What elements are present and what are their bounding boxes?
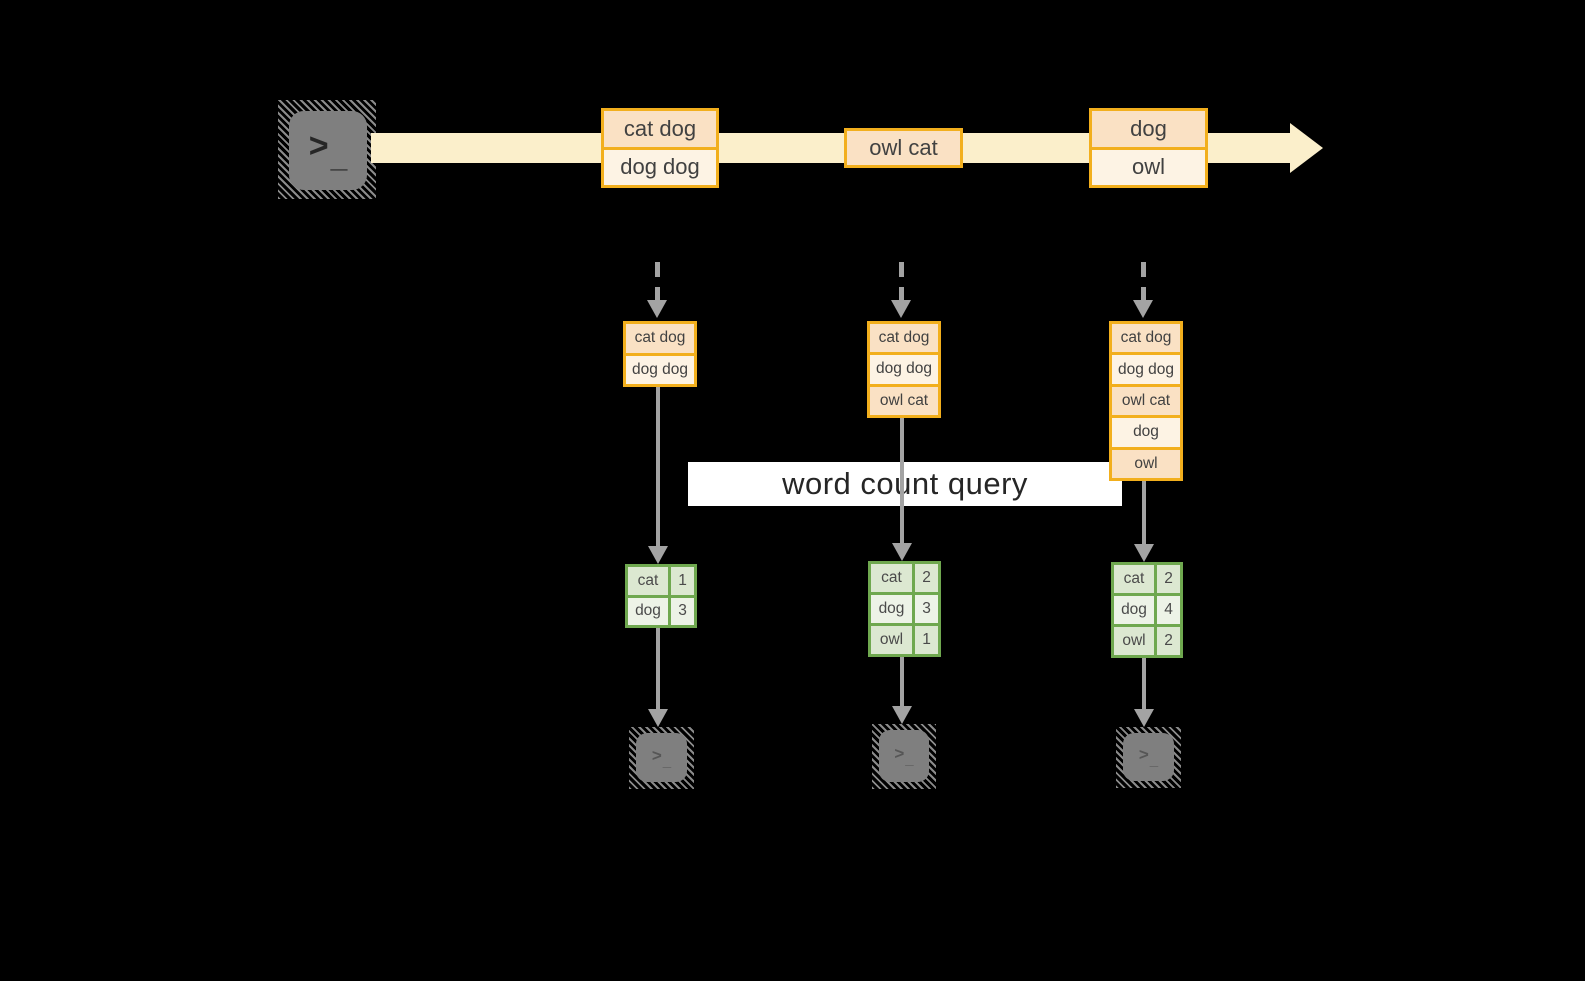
input-record: dog dog (870, 352, 938, 384)
count-cell: 3 (671, 597, 694, 625)
terminal-screen: > _ (879, 730, 929, 782)
input-record: dog dog (626, 352, 694, 384)
count-cell: 2 (915, 564, 938, 592)
count-cell: 4 (1157, 596, 1180, 624)
input-record: owl (1112, 446, 1180, 479)
word-cell: cat (1114, 565, 1157, 593)
accumulated-input-stack-3: cat dog dog dog owl cat dog owl (1109, 321, 1183, 481)
terminal-prompt-icon: > _ (309, 129, 348, 173)
sink-terminal-icon: > _ (1116, 727, 1181, 788)
stream-record: dog (1092, 111, 1205, 147)
table-row: cat 1 (628, 567, 694, 595)
prompt-cursor: _ (662, 752, 672, 770)
word-cell: cat (871, 564, 915, 592)
input-record: cat dog (1112, 324, 1180, 353)
table-row: dog 3 (871, 592, 938, 623)
count-cell: 2 (1157, 565, 1180, 593)
stream-batch-2: owl cat (844, 128, 963, 168)
stream-batch-3: dog owl (1089, 108, 1208, 188)
word-cell: dog (628, 597, 671, 625)
query-label-band: word count query (688, 462, 1122, 506)
prompt-chevron: > (1138, 745, 1149, 764)
input-record: cat dog (870, 324, 938, 353)
count-cell: 2 (1157, 627, 1180, 655)
prompt-chevron: > (651, 745, 662, 765)
dashed-arrow-line (899, 262, 904, 302)
sink-terminal-icon: > _ (872, 724, 936, 789)
dashed-arrowhead-icon (647, 300, 667, 318)
dashed-arrow-line (655, 262, 660, 302)
output-arrowhead-icon (648, 709, 668, 727)
stream-record: owl cat (847, 131, 960, 165)
output-arrow-line (900, 657, 904, 707)
input-record: dog (1112, 415, 1180, 447)
count-cell: 1 (671, 567, 694, 595)
stream-batch-1: cat dog dog dog (601, 108, 719, 188)
table-row: cat 2 (871, 564, 938, 592)
prompt-cursor: _ (1149, 752, 1159, 769)
query-label: word count query (782, 466, 1028, 501)
terminal-screen: > _ (289, 111, 367, 190)
table-row: dog 3 (628, 594, 694, 625)
stream-record: owl (1092, 146, 1205, 185)
table-row: owl 1 (871, 623, 938, 654)
input-record: cat dog (626, 324, 694, 353)
terminal-screen: > _ (636, 733, 687, 782)
table-row: dog 4 (1114, 593, 1180, 624)
word-cell: cat (628, 567, 671, 595)
query-arrow-line (1142, 481, 1146, 544)
word-cell: owl (1114, 627, 1157, 655)
query-arrow-line (900, 418, 904, 544)
table-row: cat 2 (1114, 565, 1180, 593)
count-table-2: cat 2 dog 3 owl 1 (868, 561, 941, 657)
output-arrowhead-icon (1134, 709, 1154, 727)
prompt-chevron: > (308, 126, 329, 165)
input-record: owl cat (870, 383, 938, 415)
terminal-prompt-icon: > _ (652, 747, 671, 769)
prompt-cursor: _ (330, 140, 348, 174)
source-terminal-icon: > _ (278, 100, 376, 199)
sink-terminal-icon: > _ (629, 727, 694, 789)
output-arrowhead-icon (892, 706, 912, 724)
terminal-prompt-icon: > _ (894, 745, 913, 767)
count-table-3: cat 2 dog 4 owl 2 (1111, 562, 1183, 658)
word-cell: owl (871, 626, 915, 654)
word-cell: dog (871, 595, 915, 623)
accumulated-input-stack-2: cat dog dog dog owl cat (867, 321, 941, 418)
dashed-arrowhead-icon (1133, 300, 1153, 318)
table-row: owl 2 (1114, 624, 1180, 655)
terminal-prompt-icon: > _ (1139, 746, 1158, 768)
dashed-arrow-line (1141, 262, 1146, 302)
input-record: owl cat (1112, 383, 1180, 416)
terminal-screen: > _ (1123, 733, 1174, 781)
prompt-chevron: > (894, 744, 905, 763)
output-arrow-line (656, 628, 660, 710)
output-arrow-line (1142, 658, 1146, 710)
count-cell: 3 (915, 595, 938, 623)
count-table-1: cat 1 dog 3 (625, 564, 697, 628)
accumulated-input-stack-1: cat dog dog dog (623, 321, 697, 387)
word-cell: dog (1114, 596, 1157, 624)
query-arrowhead-icon (892, 543, 912, 561)
prompt-cursor: _ (905, 751, 914, 768)
count-cell: 1 (915, 626, 938, 654)
query-arrowhead-icon (1134, 544, 1154, 562)
query-arrow-line (656, 387, 660, 547)
stream-record: cat dog (604, 111, 716, 147)
input-stream-arrowhead-icon (1290, 123, 1323, 173)
query-arrowhead-icon (648, 546, 668, 564)
input-record: dog dog (1112, 352, 1180, 384)
stream-record: dog dog (604, 146, 716, 185)
dashed-arrowhead-icon (891, 300, 911, 318)
